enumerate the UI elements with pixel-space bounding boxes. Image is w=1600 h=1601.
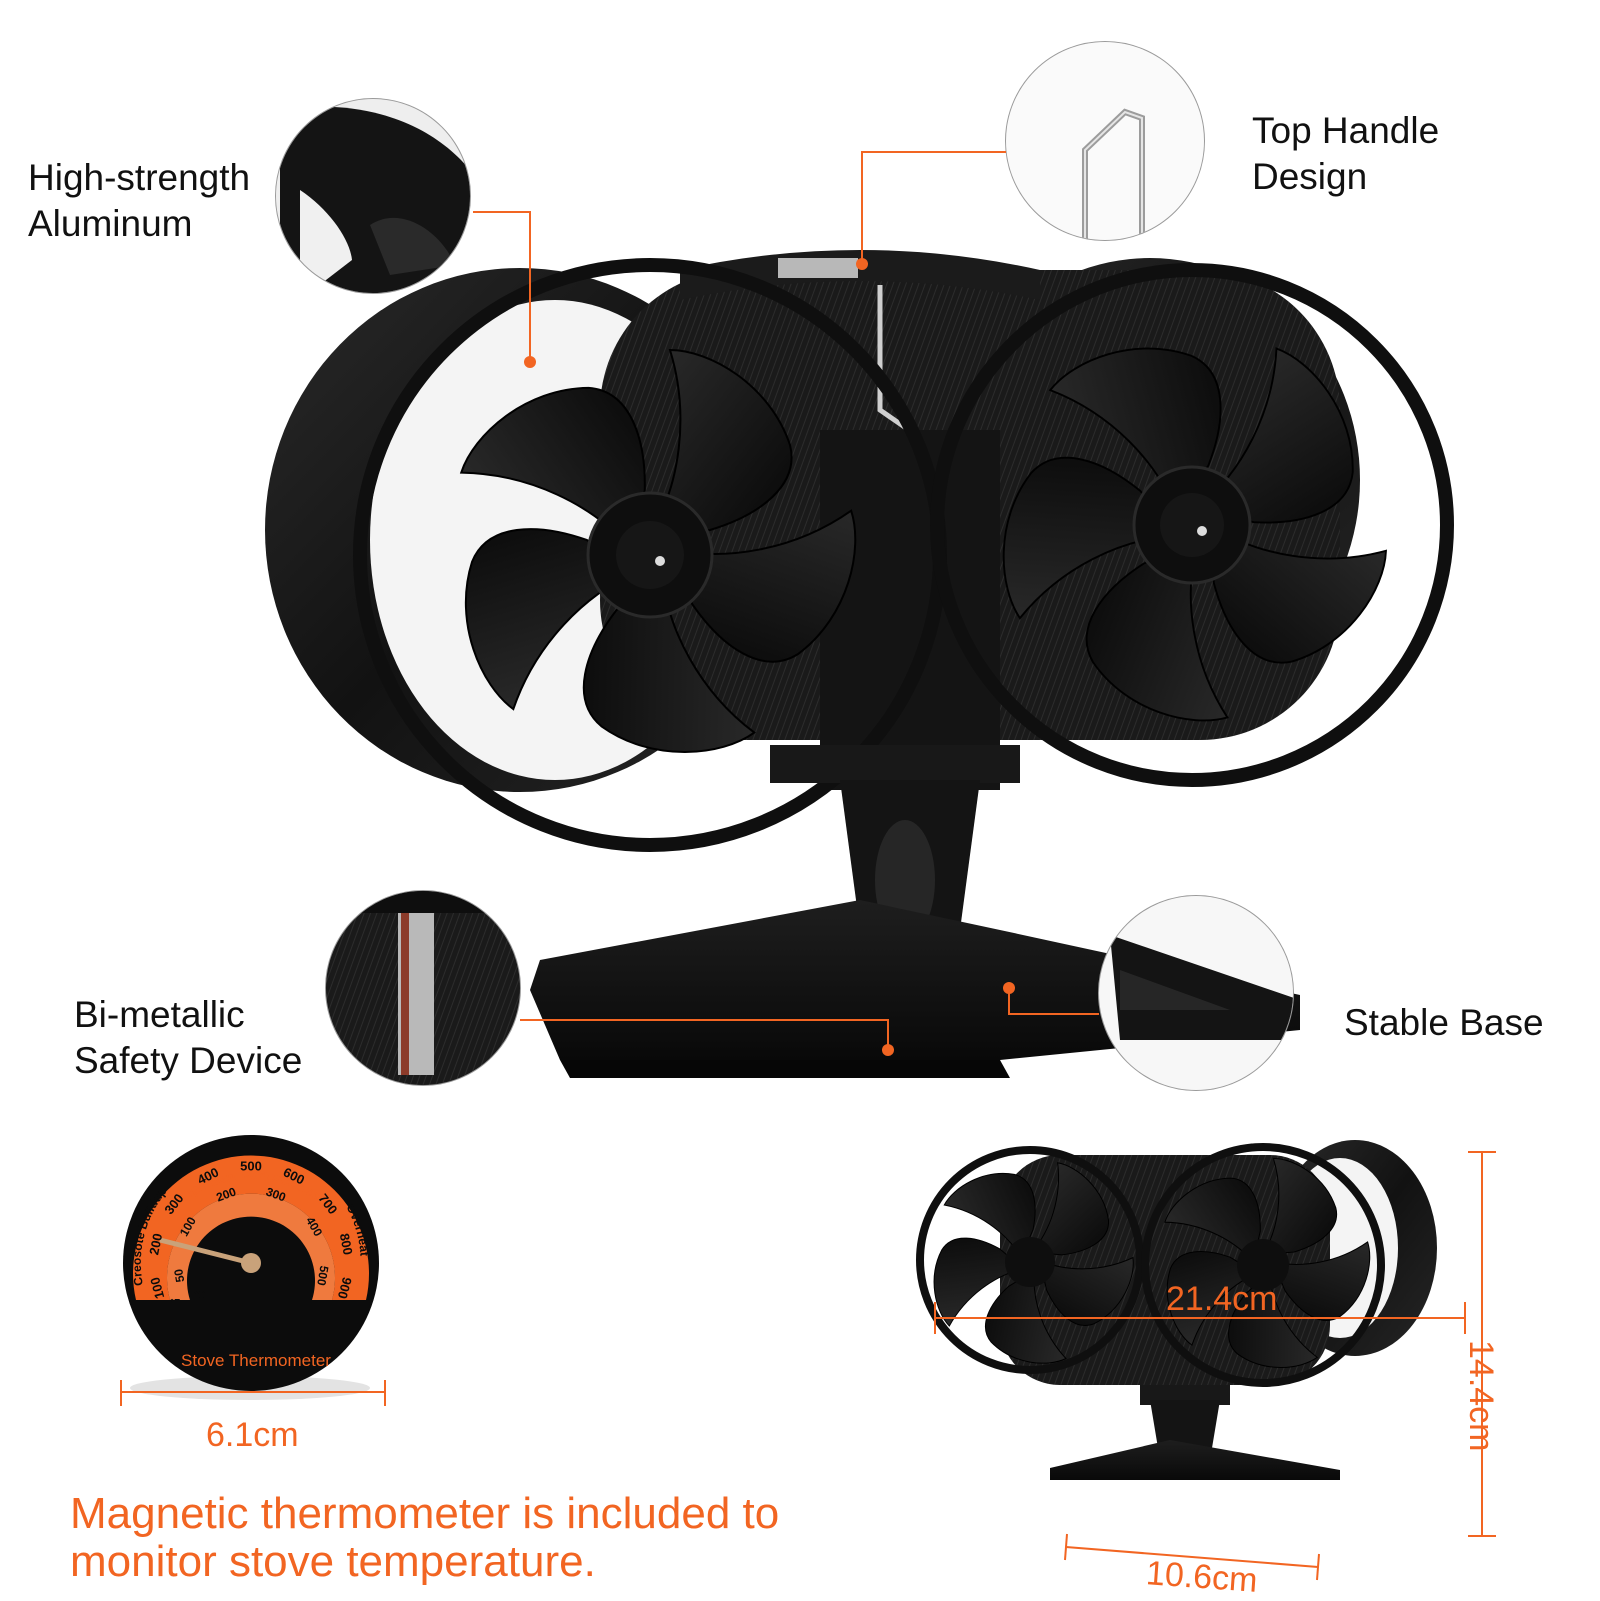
label-base-line-1: Stable Base [1344, 1002, 1544, 1043]
safety-device-detail-circle [325, 890, 521, 1086]
dimension-fan-height: 14.4cm [1462, 1340, 1500, 1452]
caption-line-2: monitor stove temperature. [70, 1537, 596, 1586]
label-handle-line-2: Design [1252, 156, 1368, 197]
caption-line-1: Magnetic thermometer is included to [70, 1489, 780, 1538]
stove-thermometer [123, 1135, 379, 1400]
dimension-lines [120, 1151, 1496, 1581]
label-safety-line-1: Bi-metallic [74, 994, 245, 1035]
label-aluminum: High-strength Aluminum [28, 155, 250, 247]
handle-detail-circle [1005, 41, 1205, 241]
aluminum-detail-circle [275, 98, 471, 294]
dimension-fan-width: 21.4cm [1166, 1280, 1278, 1318]
label-aluminum-line-1: High-strength [28, 157, 251, 198]
dimension-thermometer-width: 6.1cm [206, 1416, 299, 1454]
dimension-fan-depth: 10.6cm [1144, 1554, 1259, 1600]
label-safety: Bi-metallic Safety Device [74, 992, 302, 1084]
callout-lines [473, 151, 1099, 1056]
label-handle-line-1: Top Handle [1252, 110, 1440, 151]
base-detail-circle [1098, 895, 1294, 1091]
label-aluminum-line-2: Aluminum [28, 203, 193, 244]
label-safety-line-2: Safety Device [74, 1040, 303, 1081]
thermometer-caption: Magnetic thermometer is included to moni… [70, 1490, 779, 1586]
label-handle: Top Handle Design [1252, 108, 1439, 200]
thermometer-needle-icon [159, 1237, 252, 1266]
dimension-fan [906, 1140, 1437, 1480]
label-base: Stable Base [1344, 1000, 1544, 1046]
